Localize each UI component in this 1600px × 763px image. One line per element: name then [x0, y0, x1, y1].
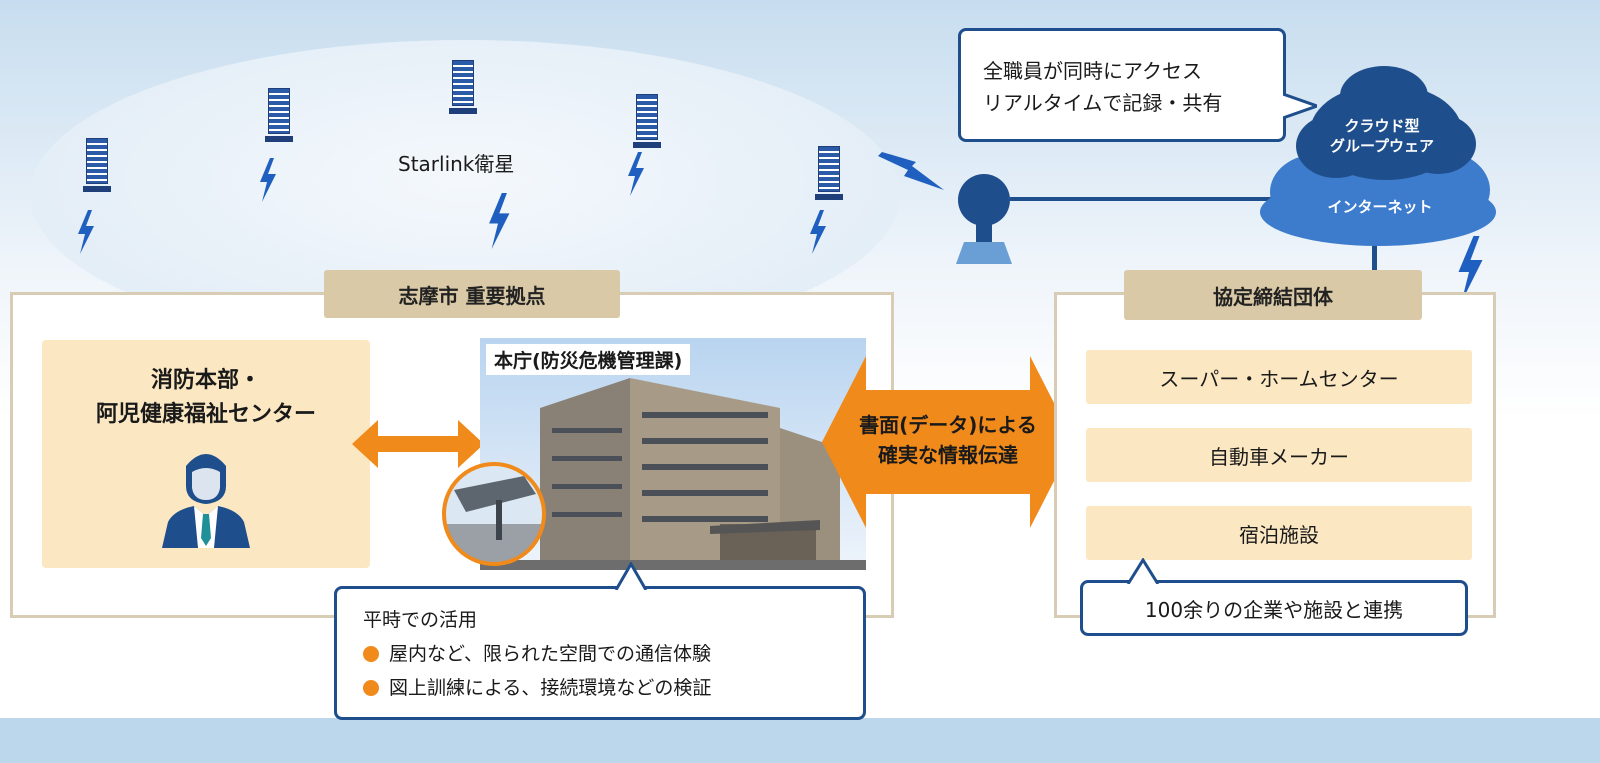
partners-callout: 100余りの企業や施設と連携	[1080, 580, 1468, 636]
signal-bolt-icon	[810, 210, 826, 254]
network-line	[1010, 197, 1280, 201]
peacetime-title: 平時での活用	[363, 609, 478, 631]
signal-bolt-icon	[628, 152, 644, 196]
satellite-icon	[83, 138, 111, 192]
signal-bolt-icon	[489, 193, 510, 249]
data-transfer-arrow	[822, 356, 1074, 528]
satellite-icon	[815, 146, 843, 200]
network-line	[1372, 230, 1377, 272]
internet-label: インターネット	[1327, 198, 1433, 216]
access-line-2: リアルタイムで記録・共有	[983, 91, 1223, 115]
fire-dept-line-1: 消防本部・	[150, 368, 261, 393]
signal-bolt-icon	[260, 158, 276, 202]
fire-dept-line-2: 阿児健康福祉センター	[95, 402, 316, 427]
peacetime-item: 屋内など、限られた空間での通信体験	[389, 643, 712, 665]
partner-item: 自動車メーカー	[1086, 428, 1472, 482]
bidirectional-arrow	[352, 420, 484, 468]
data-transfer-line-2: 確実な情報伝達	[878, 443, 1018, 467]
starlink-dish-photo	[442, 462, 546, 566]
peacetime-callout: 平時での活用 屋内など、限られた空間での通信体験 図上訓練による、接続環境などの…	[334, 586, 866, 720]
data-transfer-line-1: 書面(データ)による	[859, 413, 1037, 437]
cloud-icon	[1260, 66, 1496, 246]
data-transfer-text: 書面(データ)による 確実な情報伝達	[830, 410, 1066, 470]
partners-tag: 協定締結団体	[1124, 270, 1422, 320]
callout-pointer	[1126, 558, 1160, 584]
bullet-icon	[363, 646, 379, 662]
satellite-icon	[449, 60, 477, 114]
partner-item: スーパー・ホームセンター	[1086, 350, 1472, 404]
satellite-icon	[265, 88, 293, 142]
groupware-label: クラウド型 グループウェア	[1329, 117, 1435, 155]
callout-pointer	[614, 562, 648, 590]
access-line-1: 全職員が同時にアクセス	[983, 59, 1202, 83]
access-callout: 全職員が同時にアクセス リアルタイムで記録・共有	[958, 28, 1286, 142]
satellite-label: Starlink衛星	[398, 152, 515, 176]
city-hall-label: 本庁(防災危機管理課)	[486, 344, 691, 375]
callout-pointer	[1283, 92, 1317, 120]
signal-bolt-icon	[1458, 236, 1483, 302]
peacetime-item: 図上訓練による、接続環境などの検証	[389, 677, 712, 699]
satellite-icon	[633, 94, 661, 148]
person-icon	[162, 454, 250, 548]
fire-dept-box: 消防本部・ 阿児健康福祉センター	[42, 340, 370, 568]
signal-bolt-icon	[878, 152, 944, 190]
bullet-icon	[363, 680, 379, 696]
bottom-band	[0, 718, 1600, 763]
city-hall-photo	[480, 338, 866, 570]
ground-station-icon	[956, 174, 1012, 264]
signal-bolt-icon	[78, 210, 94, 254]
key-sites-tag: 志摩市 重要拠点	[324, 270, 620, 318]
partner-item: 宿泊施設	[1086, 506, 1472, 560]
